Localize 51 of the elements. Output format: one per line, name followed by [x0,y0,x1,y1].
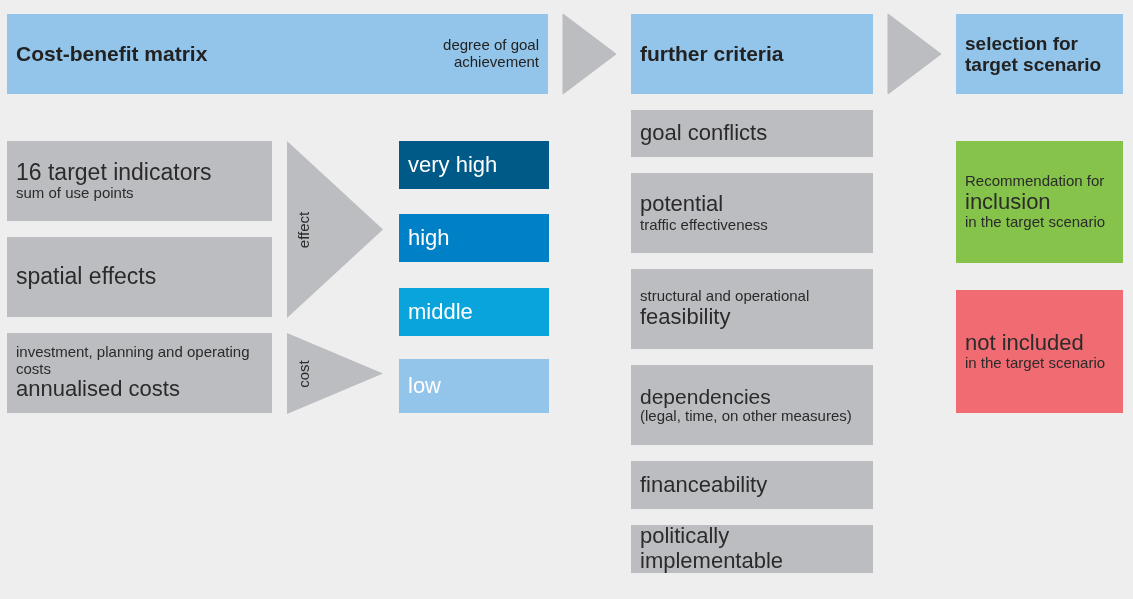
input-box [7,333,272,413]
box-title: middle [408,299,474,325]
box-title: annualised costs [16,377,181,403]
box-title: very high [408,152,499,178]
rating-box [399,359,549,413]
result-box [956,290,1123,413]
criteria-box [631,461,873,509]
box-title: financeability [640,472,769,498]
box-subtitle: sum of use points [16,185,135,203]
box-subtitle: in the target scenario [965,214,1107,232]
box-title: 16 target indicators [16,159,213,186]
rating-box [399,141,549,189]
box-subtitle: in the target scenario [965,355,1107,373]
box-title: low [408,373,442,399]
rating-box [399,214,549,262]
box-title: inclusion [965,189,1052,215]
criteria-box [631,525,873,573]
header-box [7,14,548,94]
chevron-label: effect [295,211,313,248]
box-title: potential [640,192,725,217]
box-subtitle: traffic effectiveness [640,216,769,234]
header-title: further criteria [640,42,785,66]
header-title: selection for target scenario [965,32,1103,76]
rating-box [399,288,549,336]
criteria-box [631,269,873,349]
criteria-box [631,173,873,253]
box-subtitle: degree of goal achievement [442,37,539,71]
criteria-box [631,365,873,445]
chevron-label: cost [295,359,313,388]
input-box [7,237,272,317]
header-box [631,14,873,94]
criteria-box [631,110,873,157]
chevron-arrow [562,13,617,95]
result-box [956,141,1123,263]
box-subtitle: Recommendation for [965,172,1106,190]
box-subtitle: (legal, time, on other measures) [640,408,853,426]
box-title: not included [965,330,1085,356]
triangle-panel [287,141,383,318]
box-title: politically implementable [640,524,785,574]
box-subtitle: investment, planning and operating costs [16,343,251,378]
chevron-arrow [887,13,942,95]
box-title: spatial effects [16,264,158,290]
triangle-panel [287,333,383,414]
box-title: feasibility [640,305,732,330]
box-subtitle: structural and operational [640,288,811,306]
input-box [7,141,272,221]
box-title: dependencies [640,384,772,409]
box-title: goal conflicts [640,121,769,146]
header-title: Cost-benefit matrix [16,42,208,66]
header-box [956,14,1123,94]
box-title: high [408,225,451,251]
